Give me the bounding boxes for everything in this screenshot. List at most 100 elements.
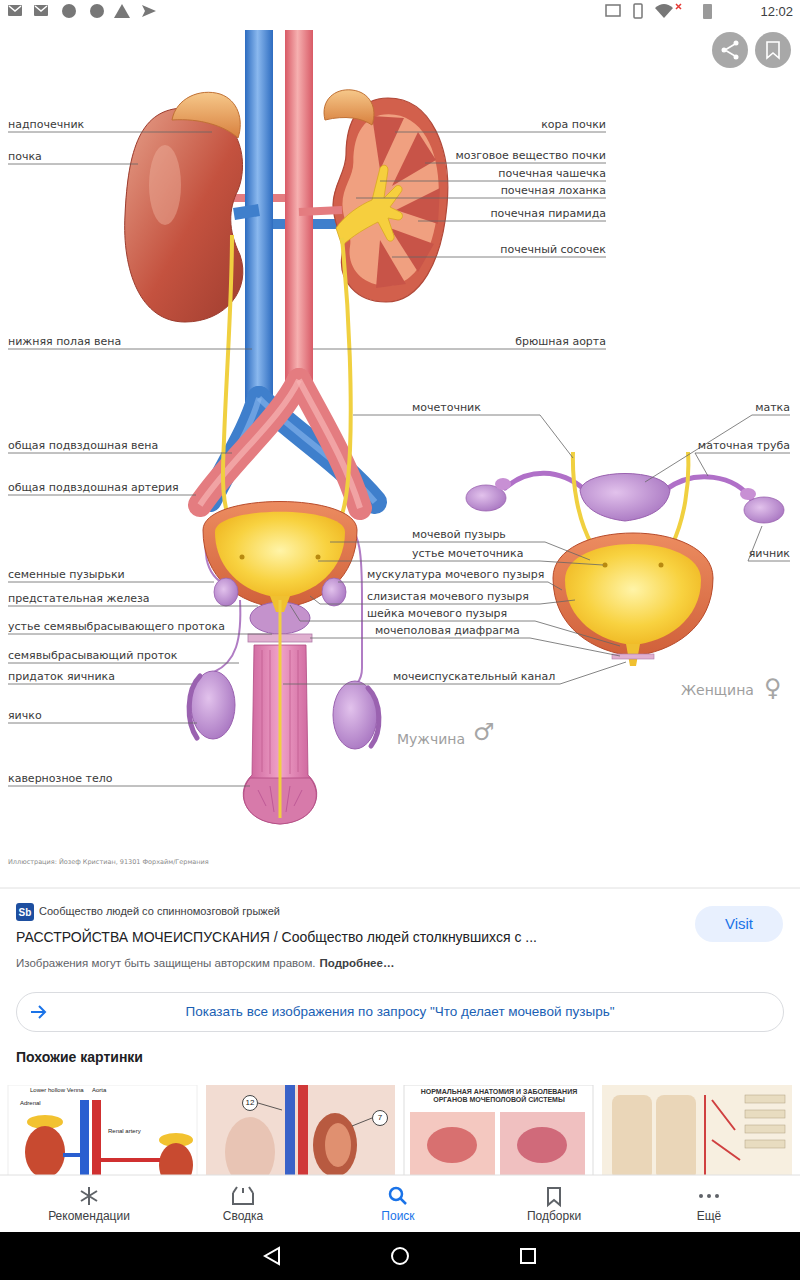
- recents-button: [521, 1249, 535, 1263]
- visit-button: Visit: [695, 906, 783, 942]
- artery-highlight: [200, 380, 299, 505]
- ureter: [223, 235, 232, 528]
- thumbnail-text: Adrenal: [20, 1100, 41, 1107]
- mail-icon: [8, 5, 22, 16]
- anatomy-label: яичник: [749, 548, 790, 560]
- app-icon: [90, 4, 104, 18]
- ovary: [744, 497, 784, 523]
- more-icon: [707, 1194, 711, 1198]
- leader-line: [8, 132, 212, 133]
- thumb-image: [500, 1112, 585, 1175]
- thumb-vessel: [101, 1158, 160, 1162]
- share-icon: [734, 55, 739, 60]
- renal-artery: [299, 210, 342, 212]
- more-icon: [715, 1194, 719, 1198]
- more-icon: [699, 1194, 703, 1198]
- thumb-vessel: [63, 1153, 80, 1157]
- anatomy-label: почечная пирамида: [490, 208, 606, 220]
- leader-line: [425, 163, 606, 164]
- anatomy-label: матка: [755, 402, 790, 414]
- thumb-box: [745, 1110, 785, 1118]
- leader-line: [695, 453, 790, 476]
- adrenal-gland: [172, 92, 240, 138]
- leader-line: [8, 634, 272, 635]
- home-button: [392, 1248, 408, 1264]
- thumb-kidney: [25, 1126, 65, 1175]
- result-title: РАССТРОЙСТВА МОЧЕИСПУСКАНИЯ / Сообщество…: [16, 929, 537, 946]
- leader-line: [395, 132, 606, 133]
- leader-line: [748, 526, 790, 561]
- leader-line: [330, 542, 590, 560]
- renal-pyramid: [372, 116, 404, 170]
- seminal-vesicle: [214, 578, 238, 606]
- nav-label: Ещё: [697, 1209, 722, 1223]
- gender-symbol: ♂: [473, 718, 495, 746]
- share-button: [712, 32, 748, 68]
- epididymis: [368, 688, 379, 746]
- anatomy-label: яичко: [8, 710, 42, 722]
- share-icon: [722, 48, 727, 53]
- nav-label: Рекомендации: [48, 1209, 130, 1223]
- fimbriae: [740, 488, 756, 500]
- thumbnail-text: Aorta: [92, 1087, 106, 1094]
- wifi-icon: [655, 4, 673, 18]
- vas-deferens: [214, 600, 240, 672]
- anatomy-label: брюшная аорта: [515, 336, 606, 348]
- nav-bar: [0, 1175, 800, 1232]
- adrenal-gland: [324, 90, 374, 125]
- thumbnails: [8, 1085, 792, 1175]
- battery-icon: [703, 4, 712, 19]
- uterus: [580, 474, 670, 522]
- kidney: [125, 108, 243, 322]
- search-icon: [400, 1198, 406, 1204]
- node-text: Sb: [19, 907, 32, 918]
- nav-label: Поиск: [381, 1209, 414, 1223]
- callout-circle: 12: [242, 1095, 258, 1111]
- leader-line: [8, 495, 196, 496]
- system-nav-bar: [0, 1232, 800, 1280]
- collections-icon: [548, 1188, 560, 1205]
- kidney-highlight: [149, 145, 181, 225]
- gender-label: Мужчина: [397, 731, 465, 748]
- leader-line: [310, 638, 620, 656]
- anatomy-label: семявыбрасывающий проток: [8, 650, 177, 662]
- thumb-vein: [285, 1085, 295, 1175]
- kidney-section: [333, 98, 448, 302]
- node-text: 12: [246, 1099, 255, 1108]
- thumbnail-text: Lower hollow Venna: [30, 1087, 84, 1094]
- share-icon: [734, 41, 739, 46]
- bladder-mucosa: [565, 544, 701, 645]
- epididymis: [189, 676, 200, 738]
- cast-icon: [606, 5, 620, 16]
- vibrate-icon: [634, 4, 642, 18]
- status-time: 12:02: [760, 4, 793, 20]
- leader-line: [353, 415, 573, 458]
- leader-line: [418, 221, 606, 222]
- thumb-aorta: [92, 1100, 101, 1175]
- fimbriae: [495, 478, 511, 490]
- leader-line: [8, 164, 138, 165]
- bladder-wall: [553, 533, 713, 656]
- thumb-vein: [80, 1100, 89, 1175]
- anatomy-label: шейка мочевого пузыря: [367, 608, 507, 620]
- thumb-kidney: [313, 1113, 357, 1175]
- bladder-wall: [203, 502, 357, 609]
- anatomy-label: почка: [8, 151, 42, 163]
- anatomy-label: маточная труба: [698, 440, 790, 452]
- ureter: [672, 452, 688, 545]
- bookmark-button: [755, 32, 791, 68]
- renal-vein: [234, 210, 259, 214]
- leader-line: [392, 257, 606, 258]
- anatomy-label: мочевой пузырь: [412, 529, 506, 541]
- thumbnail-text: НОРМАЛЬНАЯ АНАТОМИЯ И ЗАБОЛЕВАНИЯ ОРГАНО…: [410, 1088, 588, 1104]
- thumb-organ: [517, 1127, 567, 1163]
- thumb-shape: [612, 1095, 652, 1175]
- leader-line: [318, 561, 603, 565]
- anatomy-label: кавернозное тело: [8, 773, 113, 785]
- leader-line: [356, 198, 606, 199]
- uterine-tube: [665, 477, 752, 500]
- updates-icon: [233, 1187, 253, 1204]
